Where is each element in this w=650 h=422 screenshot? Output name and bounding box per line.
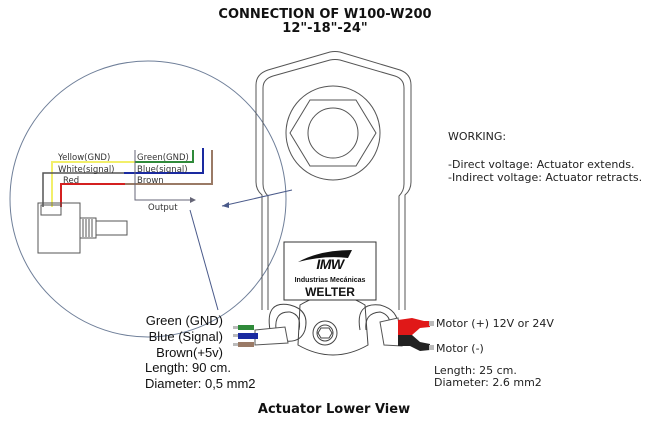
- logo-brand: IMW: [316, 256, 344, 272]
- logo-name: WELTER: [305, 285, 355, 299]
- green-wire-detail: [135, 150, 194, 163]
- working-line-indirect: -Indirect voltage: Actuator retracts.: [448, 171, 643, 184]
- label-green-gnd: Green(GND): [137, 153, 189, 163]
- actuator-body: [255, 51, 412, 310]
- diagram-title: CONNECTION OF W100-W200: [218, 7, 432, 22]
- logo-swoosh: [298, 250, 352, 262]
- white-wire: [42, 172, 127, 207]
- signal-wire-green: Green (GND): [145, 313, 223, 328]
- working-heading: WORKING:: [448, 130, 507, 143]
- blue-wire: [238, 333, 258, 339]
- label-white-signal: White(signal): [58, 165, 115, 175]
- diagram-caption: Actuator Lower View: [257, 402, 411, 417]
- green-wire: [238, 325, 254, 330]
- label-output: Output: [148, 203, 178, 213]
- signal-wire-blue: Blue (Signal): [148, 329, 223, 344]
- red-wire: [60, 183, 125, 207]
- motor-positive-wire: [398, 318, 430, 335]
- diagram-subtitle-sizes: 12"-18"-24": [282, 21, 368, 36]
- signal-wire-brown: Brown(+5v): [156, 345, 223, 360]
- yellow-wire: [51, 161, 135, 207]
- cable-glands: [268, 294, 399, 356]
- signal-cable-diameter: Diameter: 0,5 mm2: [145, 376, 256, 391]
- detail-circle: [9, 60, 287, 338]
- leader-line-signal: [189, 209, 219, 311]
- motor-negative-label: Motor (-): [436, 342, 484, 355]
- signal-cable: [233, 325, 289, 347]
- detail-wiring: [42, 148, 213, 207]
- working-line-direct: -Direct voltage: Actuator extends.: [448, 158, 635, 171]
- motor-cable: [379, 317, 434, 351]
- signal-cable-length: Length: 90 cm.: [145, 360, 231, 375]
- motor-cable-diameter: Diameter: 2.6 mm2: [434, 376, 542, 389]
- brown-wire-detail: [125, 150, 213, 185]
- motor-negative-wire: [398, 335, 430, 351]
- label-red: Red: [63, 176, 80, 186]
- blue-wire-detail: [124, 148, 204, 174]
- leader-line-body: [221, 189, 293, 207]
- label-blue-signal: Blue(signal): [137, 165, 188, 175]
- potentiometer: [37, 202, 128, 254]
- motor-positive-label: Motor (+) 12V or 24V: [436, 317, 554, 330]
- brown-wire: [238, 342, 254, 347]
- label-brown: Brown: [137, 176, 164, 186]
- logo-company: Industrias Mecánicas: [294, 277, 366, 284]
- motor-cable-length: Length: 25 cm.: [434, 364, 517, 377]
- label-yellow-gnd: Yellow(GND): [58, 153, 111, 163]
